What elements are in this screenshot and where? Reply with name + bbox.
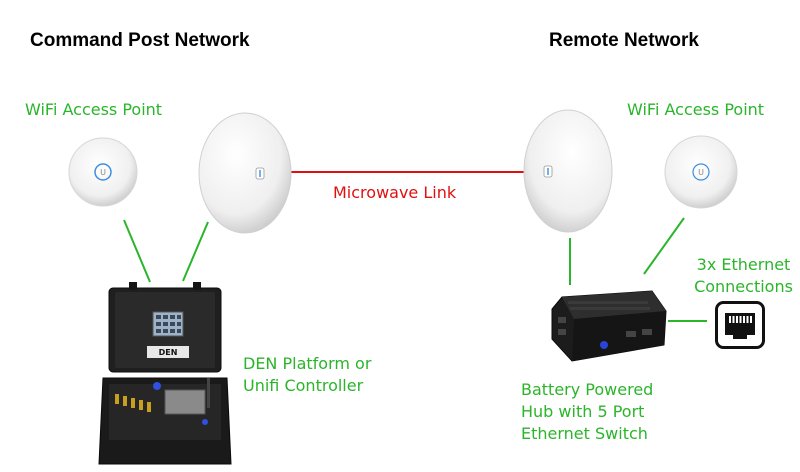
ubiquiti-nanobeam-dish-icon xyxy=(523,109,613,233)
ethernet-connections-label: 3x Ethernet Connections xyxy=(694,255,793,296)
command-post-heading: Command Post Network xyxy=(30,30,250,51)
ap-to-hub-line xyxy=(643,217,685,275)
den-case-label: DEN xyxy=(159,348,178,357)
right-ap-label: WiFi Access Point xyxy=(627,100,765,119)
ubiquiti-access-point-icon: U xyxy=(68,137,138,207)
den-platform-label: DEN Platform or Unifi Controller xyxy=(243,354,372,395)
svg-text:U: U xyxy=(100,168,106,177)
remote-network-heading: Remote Network xyxy=(549,30,699,51)
ethernet-port xyxy=(715,301,765,349)
ubiquiti-nanobeam-dish-icon xyxy=(198,112,292,234)
svg-text:U: U xyxy=(698,168,704,177)
left-nanobeam-dish xyxy=(198,112,294,236)
right-nanobeam-dish xyxy=(522,108,614,234)
right-access-point: U xyxy=(664,135,738,209)
ubiquiti-access-point-icon: U xyxy=(664,135,738,209)
left-ap-label: WiFi Access Point xyxy=(25,100,163,119)
battery-hub-icon xyxy=(551,290,667,362)
battery-hub-label: Battery Powered Hub with 5 Port Ethernet… xyxy=(521,380,654,443)
dish-to-case-line xyxy=(182,221,209,282)
den-rugged-case: DEN xyxy=(95,282,235,468)
ethernet-port-icon xyxy=(715,301,765,349)
left-access-point: U xyxy=(68,137,138,207)
microwave-link-label: Microwave Link xyxy=(333,183,457,202)
ap-to-case-line xyxy=(123,219,151,283)
den-rugged-case-icon: DEN xyxy=(98,282,232,465)
battery-hub xyxy=(548,287,670,365)
